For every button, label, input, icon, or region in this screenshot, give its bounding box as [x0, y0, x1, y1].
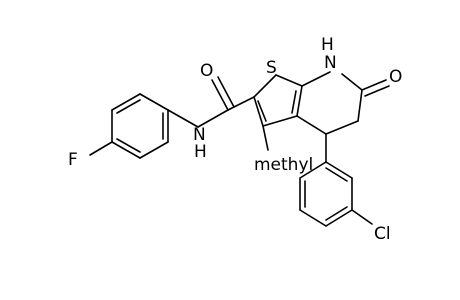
bond — [325, 161, 353, 179]
bonds — [89, 71, 390, 227]
bond — [111, 93, 141, 111]
bond — [341, 73, 363, 91]
amide-nitrogen-label: N — [193, 125, 206, 145]
bond — [253, 96, 264, 127]
bond — [253, 74, 277, 98]
lactam-oxygen-label: O — [389, 67, 402, 87]
bond — [296, 85, 303, 117]
bond — [361, 79, 387, 91]
fluorine-label: F — [68, 150, 78, 170]
bond — [296, 115, 327, 135]
bond — [167, 109, 199, 128]
bond — [89, 141, 113, 156]
bond — [262, 125, 269, 151]
bond — [275, 74, 303, 87]
amide-oxygen-label: O — [200, 61, 213, 81]
bond — [116, 99, 141, 114]
bond — [325, 120, 359, 135]
bond — [351, 209, 373, 225]
bond — [357, 89, 363, 122]
atom-labels: F N H O S H N O methyl Cl — [68, 35, 402, 244]
bond — [111, 141, 141, 159]
ring-nitrogen-label: N — [324, 53, 337, 73]
bond — [364, 85, 390, 97]
amide-hydrogen-label: H — [194, 142, 207, 162]
methyl-label: methyl — [254, 155, 313, 175]
bond — [257, 100, 267, 122]
bond — [211, 79, 229, 111]
bond — [325, 209, 353, 227]
chlorine-label: Cl — [374, 224, 391, 244]
bond — [291, 90, 297, 114]
bond — [116, 138, 141, 153]
ring-hydrogen-label: H — [321, 35, 334, 55]
bond — [299, 209, 327, 227]
bond — [139, 93, 169, 111]
bond — [299, 161, 327, 179]
bond — [325, 167, 348, 182]
bond — [325, 206, 348, 221]
sulfur-label: S — [266, 58, 277, 78]
bond — [262, 115, 298, 127]
bond — [301, 71, 331, 87]
bond — [139, 141, 169, 159]
bond — [227, 96, 255, 111]
bond — [217, 76, 235, 108]
bond — [197, 109, 229, 128]
